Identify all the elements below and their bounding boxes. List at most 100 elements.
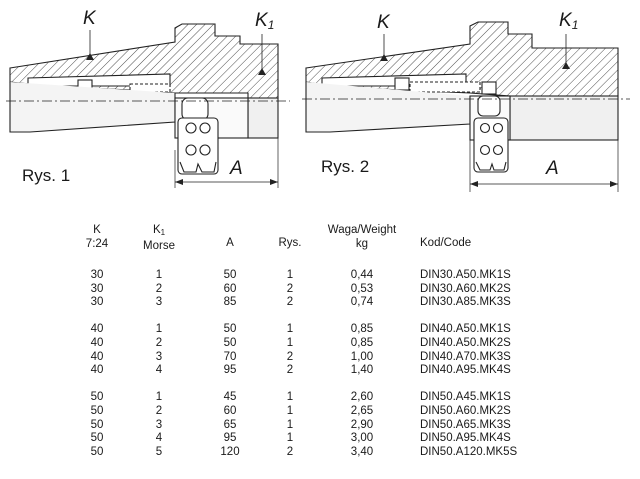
k-cell: 40: [90, 364, 104, 377]
code-cell: DIN40.A50.MK1S: [420, 323, 511, 336]
a-cell: 50: [223, 269, 237, 281]
fig1-a-arrow-right: [270, 179, 278, 185]
k-cell: 50: [90, 432, 104, 445]
figure-2-k-label: K: [377, 12, 390, 33]
a-cell: 50: [223, 323, 237, 336]
morse-cell: 5: [155, 445, 163, 458]
fig2-k-marker: [380, 54, 388, 61]
morse-cell: 4: [155, 432, 163, 445]
fig1-slot-4: [199, 144, 211, 156]
fig2-spindle-body: [509, 95, 619, 141]
weight-cell: 2,65: [350, 405, 374, 417]
fig2-key-lower: [473, 117, 509, 173]
fig1-spindle-body: [247, 97, 279, 139]
header-weight: Waga/Weight kg: [324, 224, 400, 251]
header-k-line2: 7:24: [85, 237, 109, 250]
a-cell: 120: [220, 445, 240, 458]
rys-cell: 2: [286, 364, 294, 377]
morse-cell: 1: [155, 323, 163, 336]
code-cell: DIN50.A120.MK5S: [420, 445, 518, 458]
rys-cell: 1: [286, 391, 294, 404]
fig1-key-bottom-notch: [179, 161, 217, 173]
weight-cell: 3,40: [350, 445, 374, 458]
fig2-slot-3: [479, 144, 491, 156]
fig2-slot-4: [492, 144, 504, 156]
weight-cell: 0,85: [350, 323, 374, 336]
code-cell: DIN40.A50.MK2S: [420, 337, 511, 349]
k-cell: 50: [90, 445, 104, 458]
weight-cell: 0,53: [350, 282, 374, 295]
a-cell: 95: [223, 364, 237, 377]
weight-cell: 1,40: [350, 364, 374, 377]
fig2-key-bottom-notch: [475, 161, 507, 171]
fig2-a-arrow-left: [470, 181, 478, 187]
weight-cell: 2,60: [350, 391, 374, 404]
k-cell: 50: [90, 391, 104, 404]
fig1-a-arrow-left: [175, 179, 183, 185]
morse-cell: 3: [155, 296, 163, 309]
k-cell: 30: [90, 282, 104, 295]
technical-drawings: [6, 21, 630, 192]
figure-2-k1-main: K: [559, 10, 572, 31]
k-cell: 50: [90, 405, 104, 417]
table-row: 30 2 60 2 0,53 DIN30.A60.MK2S: [60, 283, 600, 297]
rys-cell: 1: [286, 323, 294, 336]
k-cell: 30: [90, 269, 104, 281]
rys-cell: 2: [286, 296, 294, 309]
fig2-k1-marker: [562, 62, 570, 69]
fig2-a-arrow-right: [610, 181, 618, 187]
k-cell: 30: [90, 296, 104, 309]
code-cell: DIN30.A85.MK3S: [420, 296, 511, 309]
figure-1-k-label: K: [83, 8, 96, 29]
fig1-k-marker: [86, 53, 94, 60]
header-code: Kod/Code: [420, 237, 472, 249]
weight-cell: 3,00: [350, 432, 374, 445]
code-cell: DIN50.A65.MK3S: [420, 418, 511, 431]
figure-1-k1-sub: 1: [267, 18, 275, 32]
header-k: K 7:24: [80, 224, 114, 251]
code-cell: DIN50.A45.MK1S: [420, 391, 511, 404]
k-cell: 40: [90, 323, 104, 336]
fig1-slot-3: [185, 144, 197, 156]
header-k-line1: K: [93, 224, 101, 236]
a-cell: 60: [223, 282, 237, 295]
figure-2-k1-sub: 1: [571, 18, 579, 32]
header-weight-line2: kg: [355, 237, 369, 250]
k-cell: 40: [90, 350, 104, 363]
a-cell: 50: [223, 337, 237, 349]
fig2-slot-1: [479, 122, 491, 134]
rys-cell: 1: [286, 337, 294, 349]
header-morse: K1 Morse: [142, 224, 176, 253]
code-cell: DIN40.A70.MK3S: [420, 350, 511, 363]
morse-cell: 4: [155, 364, 163, 377]
figure-1-k1-main: K: [255, 10, 268, 31]
fig2-thread-detail: [409, 81, 481, 93]
figure-2-k1-label: K1: [559, 10, 578, 32]
a-cell: 65: [223, 418, 237, 431]
morse-cell: 1: [155, 269, 163, 281]
morse-cell: 2: [155, 282, 163, 295]
weight-cell: 0,44: [350, 269, 374, 281]
k-cell: 50: [90, 418, 104, 431]
rys-cell: 1: [286, 269, 294, 281]
morse-cell: 2: [155, 337, 163, 349]
figure-1-drawing: [6, 23, 290, 188]
fig2-slot-2: [492, 122, 504, 134]
table-row: 40 4 95 2 1,40 DIN40.A95.MK4S: [60, 364, 600, 378]
fig2-screw-pocket-1: [394, 77, 410, 91]
code-cell: DIN30.A50.MK1S: [420, 269, 511, 281]
figure-2-a-label: A: [546, 158, 559, 179]
code-cell: DIN30.A60.MK2S: [420, 282, 511, 295]
a-cell: 70: [223, 350, 237, 363]
rys-cell: 2: [286, 282, 294, 295]
header-morse-line1: K1: [142, 224, 176, 240]
fig1-slot-2: [199, 122, 211, 134]
code-cell: DIN40.A95.MK4S: [420, 364, 511, 377]
figure-2-drawing: [302, 21, 630, 192]
